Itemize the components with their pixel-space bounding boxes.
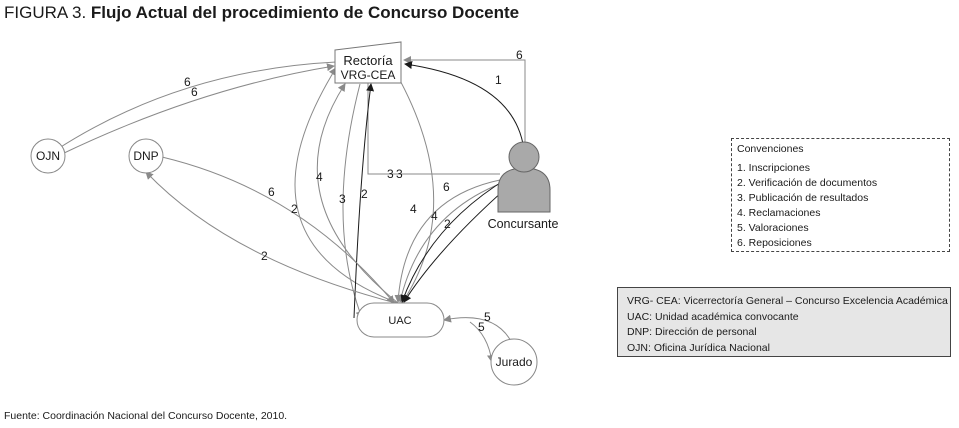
conventions-legend: Convenciones 1. Inscripciones 2. Verific… [731,138,950,252]
figure-heading: Flujo Actual del procedimiento de Concur… [90,3,520,22]
edge-ojn-rectoria [61,63,335,155]
edge-label: 3 [387,167,394,181]
node-jurado: Jurado [490,338,538,386]
node-rectoria: Rectoría VRG-CEA [334,41,402,84]
abbreviation-item: OJN: Oficina Jurídica Nacional [627,341,770,354]
edge-label: 2 [291,202,298,216]
edge-uac-rectoria-6 [294,67,399,304]
edge-uac-dnp [145,171,397,304]
abbreviations-legend: VRG- CEA: Vicerrectoría General – Concur… [617,287,951,357]
convention-item: 4. Reclamaciones [737,207,821,219]
edge-dnp-uac [161,156,395,304]
edge-label: 5 [484,310,491,324]
edge-label: 2 [261,249,268,263]
edge-rectoria-uac-3 [342,83,364,319]
edge-concursante-uac-6 [394,179,501,303]
abbreviation-item: DNP: Dirección de personal [627,326,757,338]
convention-item: 2. Verificación de documentos [737,177,878,189]
ojn-label: OJN [36,149,60,163]
edge-rectoria-ojn [55,61,337,151]
edge-uac-rectoria-6b [391,65,435,304]
rectoria-sublabel: VRG-CEA [341,68,396,82]
edge-label: 2 [361,187,368,201]
abbreviation-item: UAC: Unidad académica convocante [627,310,799,323]
node-dnp: DNP [128,138,164,174]
edge-label: 4 [431,209,438,223]
edge-labels: 6 6 6 1 4 3 2 3 3 6 2 2 6 4 4 2 5 5 [184,48,523,334]
convention-item: 1. Inscripciones [737,162,810,174]
edge-concursante-uac-4b [400,177,509,303]
jurado-label: Jurado [496,355,533,369]
edges [55,56,526,363]
edge-concursante-rectoria-1 [404,61,525,151]
rectoria-label: Rectoría [343,53,393,68]
edge-concursante-uac-4 [397,182,503,303]
edge-jurado-uac [443,314,513,344]
edge-uac-rectoria-4 [316,83,399,304]
source-note: Fuente: Coordinación Nacional del Concur… [4,410,288,422]
edge-label: 6 [191,85,198,99]
dnp-label: DNP [133,149,158,163]
convention-item: 5. Valoraciones [737,222,809,234]
conventions-heading: Convenciones [737,143,804,155]
node-uac: UAC [356,302,445,338]
edge-label: 5 [478,320,485,334]
edge-label: 6 [184,75,191,89]
edge-label: 3 [339,192,346,206]
edge-label: 6 [443,180,450,194]
edge-label: 6 [268,185,275,199]
edge-label: 3 [396,167,403,181]
concursante-label: Concursante [488,217,559,231]
figure-title: FIGURA 3. Flujo Actual del procedimiento… [4,3,519,23]
edge-label: 4 [316,170,323,184]
concursante-person-icon [497,141,551,213]
edge-label: 2 [444,217,451,231]
figure-label: FIGURA 3. [4,3,87,22]
edge-uac-rectoria-2 [353,83,375,319]
node-ojn: OJN [30,138,66,174]
edge-rectoria-concursante-3 [367,82,500,175]
convention-item: 3. Publicación de resultados [737,192,869,204]
edge-label: 1 [495,73,502,87]
uac-label: UAC [388,315,411,327]
edge-concursante-rectoria-6 [403,56,526,144]
abbreviation-item: VRG- CEA: Vicerrectoría General – Concur… [627,295,948,307]
edge-label: 6 [516,48,523,62]
edge-label: 4 [410,202,417,216]
convention-item: 6. Reposiciones [737,237,812,249]
